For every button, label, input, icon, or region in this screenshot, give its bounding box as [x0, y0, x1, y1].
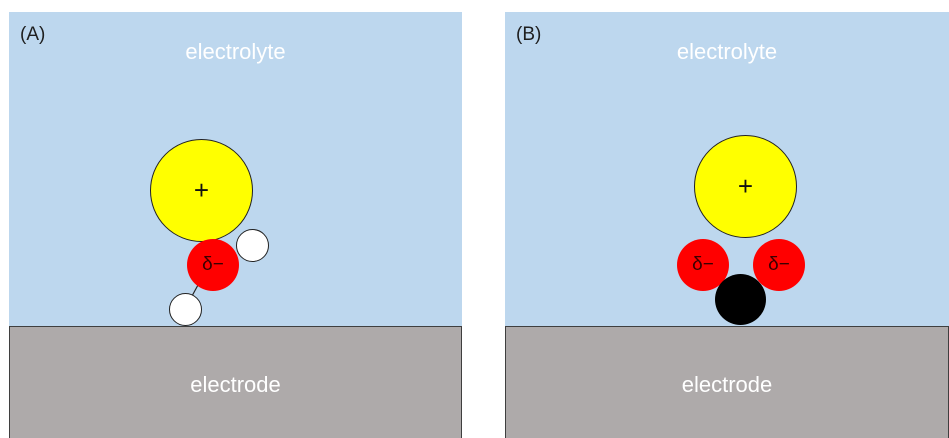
- plus-charge-symbol: +: [193, 175, 210, 205]
- delta-minus-charge: δ−: [692, 254, 714, 275]
- electrode-label: electrode: [681, 372, 773, 397]
- oxygen-atom-right: δ−: [753, 239, 805, 291]
- delta-minus-charge: δ−: [202, 254, 224, 275]
- panel-label: (B): [516, 24, 542, 45]
- cation-atom: +: [150, 139, 253, 242]
- water-hydrogen-atom: [236, 229, 269, 262]
- delta-minus-charge: δ−: [768, 254, 790, 275]
- water-hydrogen-atom: [169, 293, 202, 326]
- electrode-surface-atom: [715, 274, 766, 325]
- electrolyte-label: electrolyte: [185, 39, 286, 64]
- cation-atom: +: [694, 135, 797, 238]
- panel-label: (A): [20, 24, 46, 45]
- water-oxygen-atom: δ−: [187, 239, 239, 291]
- panel-b: (B) electrolyte electrode + δ− δ−: [505, 12, 949, 438]
- plus-charge-symbol: +: [737, 171, 754, 201]
- electrode-label: electrode: [190, 372, 281, 397]
- electrode-region: [9, 326, 462, 438]
- electrode-region: [505, 326, 949, 438]
- electrolyte-label: electrolyte: [676, 39, 778, 64]
- panel-a: (A) electrolyte electrode + δ−: [9, 12, 462, 438]
